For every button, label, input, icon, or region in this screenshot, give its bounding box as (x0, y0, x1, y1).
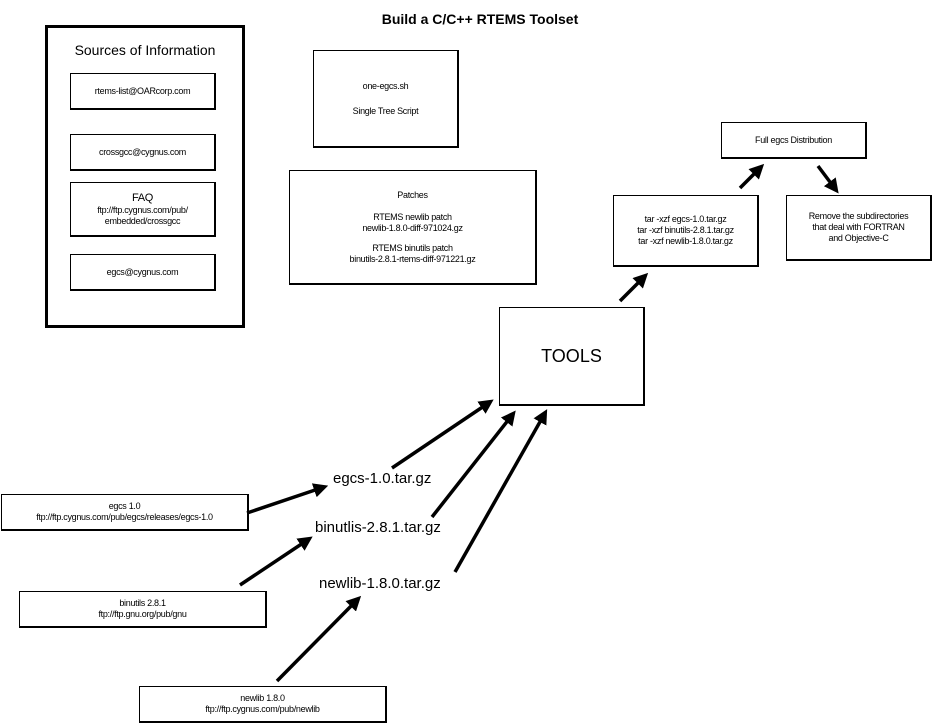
source-rtems-list: rtems-list@OARcorp.com (70, 73, 216, 110)
source-egcs: egcs@cygnus.com (70, 254, 216, 291)
arrow-distribution-to-remove (816, 164, 839, 194)
download-newlib-url: ftp://ftp.cygnus.com/pub/newlib (205, 704, 320, 714)
script-description: Single Tree Script (352, 105, 419, 116)
arrow-egcs-download-to-archive (246, 483, 329, 515)
sources-heading: Sources of Information (74, 42, 216, 58)
archive-binutils: binutlis-2.8.1.tar.gz (315, 519, 441, 536)
arrow-newlib-download-to-archive (275, 595, 362, 683)
download-newlib-name: newlib 1.8.0 (240, 693, 285, 703)
archive-egcs: egcs-1.0.tar.gz (333, 470, 432, 487)
download-egcs-url: ftp://ftp.cygnus.com/pub/egcs/releases/e… (36, 512, 213, 522)
patches-box: Patches RTEMS newlib patch newlib-1.8.0-… (289, 170, 537, 285)
source-rtems-list-email: rtems-list@OARcorp.com (94, 85, 191, 96)
patch-newlib-label: RTEMS newlib patch (373, 211, 452, 222)
download-egcs: egcs 1.0 ftp://ftp.cygnus.com/pub/egcs/r… (1, 494, 249, 531)
remove-note-box: Remove the subdirectories that deal with… (786, 195, 932, 261)
arrow-egcs-archive-to-tools (391, 399, 494, 470)
source-faq: FAQ ftp://ftp.cygnus.com/pub/ embedded/c… (70, 182, 216, 237)
remove-note-line-2: that deal with FORTRAN (812, 222, 905, 232)
source-faq-url-line-2: embedded/crossgcc (104, 215, 181, 226)
source-faq-url-line-1: ftp://ftp.cygnus.com/pub/ (97, 204, 188, 215)
arrow-binutils-archive-to-tools (430, 410, 516, 519)
script-box: one-egcs.sh Single Tree Script (313, 50, 459, 148)
remove-note-line-3: and Objective-C (828, 233, 889, 243)
arrow-tar-to-distribution (738, 163, 765, 190)
tools-label: TOOLS (541, 345, 602, 366)
tar-commands-box: tar -xzf egcs-1.0.tar.gz tar -xzf binuti… (613, 195, 759, 267)
script-name: one-egcs.sh (362, 80, 409, 91)
source-faq-heading: FAQ (131, 191, 154, 204)
download-binutils: binutils 2.8.1 ftp://ftp.gnu.org/pub/gnu (19, 591, 267, 628)
arrow-tools-to-tar (618, 272, 649, 303)
remove-note-line-1: Remove the subdirectories (808, 211, 909, 221)
patches-heading: Patches (397, 189, 428, 200)
download-newlib: newlib 1.8.0 ftp://ftp.cygnus.com/pub/ne… (139, 686, 387, 723)
arrow-newlib-archive-to-tools (453, 409, 548, 573)
download-egcs-name: egcs 1.0 (108, 501, 141, 511)
tools-box: TOOLS (499, 307, 645, 406)
archive-newlib: newlib-1.8.0.tar.gz (319, 575, 441, 592)
distribution-box: Full egcs Distribution (721, 122, 867, 159)
download-binutils-url: ftp://ftp.gnu.org/pub/gnu (98, 609, 187, 619)
source-egcs-email: egcs@cygnus.com (106, 266, 179, 277)
patch-binutils-label: RTEMS binutils patch (372, 242, 453, 253)
source-crossgcc-email: crossgcc@cygnus.com (99, 146, 186, 157)
tar-command-egcs: tar -xzf egcs-1.0.tar.gz (644, 214, 727, 224)
source-crossgcc: crossgcc@cygnus.com (70, 134, 216, 171)
patch-newlib-file: newlib-1.8.0-diff-971024.gz (362, 222, 463, 233)
patch-binutils-file: binutils-2.8.1-rtems-diff-971221.gz (349, 253, 476, 264)
distribution-label: Full egcs Distribution (755, 134, 832, 145)
diagram-title: Build a C/C++ RTEMS Toolset (381, 11, 579, 27)
download-binutils-name: binutils 2.8.1 (119, 598, 166, 608)
tar-command-newlib: tar -xzf newlib-1.8.0.tar.gz (638, 236, 733, 246)
tar-command-binutils: tar -xzf binutils-2.8.1.tar.gz (637, 225, 734, 235)
arrow-binutils-download-to-archive (239, 536, 313, 587)
